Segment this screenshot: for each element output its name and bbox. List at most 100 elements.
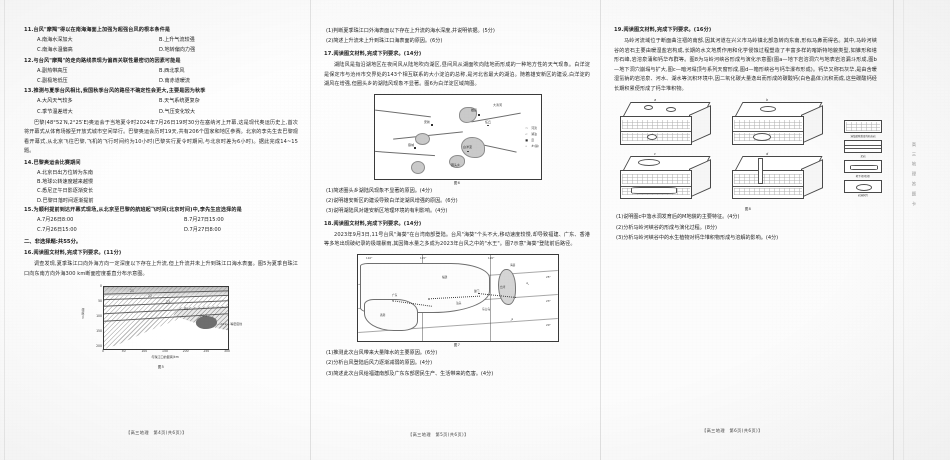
figure-6-legend-item-town: •乡(镇) <box>525 144 539 149</box>
figure-5: 深度/m 0 50 100 150 200 <box>81 282 242 370</box>
page-gutter-1 <box>310 0 311 460</box>
figure-8-panel-d-limestone <box>733 174 803 185</box>
question-11-stem: 11.台风"摩羯"得以在南海海面上加强为超强台风的根本条件是 <box>24 27 171 33</box>
question-16-sub-2: (2)简述上升流未上升到珠江口海表面的原因。(6分) <box>326 38 443 45</box>
figure-8-legend: 溶蚀裂隙发育的石灰岩 泥岩 地下河(暗河) 岩溶洞穴 <box>844 120 882 200</box>
page-gutter-2 <box>600 0 601 460</box>
figure-8-panel-d-box-canyon <box>758 158 763 185</box>
figure-7-label-fujian: 福建 <box>442 274 448 279</box>
question-17-sub-3: (3)说明湖陆风对雄安新区地理环境的有利影响。(4分) <box>326 208 448 215</box>
question-11-option-d[interactable]: D.地转偏向力强 <box>159 47 196 54</box>
figure-5-surface-layer <box>104 287 228 296</box>
figure-7-label-xiamen: 厦门 <box>474 288 480 293</box>
figure-6-legend-item-county: ■县 <box>525 137 535 142</box>
figure-5-plot-area: 21 22 23 24 24.5 <box>103 286 229 351</box>
figure-8-panel-a-front <box>620 116 692 146</box>
figure-5-ytick-1: 50 <box>98 299 102 304</box>
figure-5-isolabel-24-5: 24.5 <box>200 314 207 319</box>
question-13-option-b[interactable]: B.天气系统更复杂 <box>159 98 200 105</box>
figure-5-y-axis: 0 50 100 150 200 <box>91 284 102 349</box>
figure-8-panel-c-bed-1 <box>621 186 691 188</box>
figure-5-upwelling-core <box>195 316 217 329</box>
figure-6-lake-sw <box>411 160 425 174</box>
question-12-option-a[interactable]: A.副热带高压 <box>37 67 68 74</box>
exam-column-left: 11.台风"摩羯"得以在南海海面上加强为超强台风的根本条件是 A.南海水深加大 … <box>10 0 310 460</box>
figure-5-caption: 图5 <box>157 365 165 370</box>
question-11-option-b[interactable]: B.上升气流较强 <box>159 37 195 44</box>
figure-5-xlabel: 与珠江口的距离/km <box>151 355 179 360</box>
figure-8-panel-b: b <box>732 98 823 146</box>
figure-7-lon-label-110: 110° <box>366 255 373 260</box>
question-14-option-a[interactable]: A.北京日出方位转为东南 <box>37 170 93 177</box>
figure-6: 安新 雄县 容城 任丘 圈头乡 白洋淀 大清河 〰河流 ▱湖泊 ■县 •乡(镇)… <box>374 93 542 186</box>
figure-7-lat-label-23: 23° <box>546 298 551 303</box>
question-12-option-d[interactable]: D.南赤道暖流 <box>159 78 191 85</box>
question-15-option-a[interactable]: A.7月26日8:00 <box>37 217 74 224</box>
figure-6-lake-west <box>415 132 430 145</box>
figure-8-panel-d-label: d <box>766 152 769 157</box>
figure-6-label-renqiu: 任丘 <box>485 119 492 124</box>
figure-5-xtick-5: 250 <box>203 349 210 354</box>
figure-7-label-haikui: 海葵 <box>510 262 516 267</box>
question-14-option-c[interactable]: C.悉尼正午日影逐渐变长 <box>37 188 94 195</box>
question-14-option-b[interactable]: B.地球公转速度越来越慢 <box>37 179 94 186</box>
figure-7-label-shantou: 汕头 <box>456 300 462 305</box>
figure-8-panel-a-doline-1 <box>644 105 653 111</box>
county-marker-icon: ■ <box>525 137 528 142</box>
question-11-options-row2: C.南海水温偏高 D.地转偏向力强 <box>24 46 298 55</box>
figure-6-legend-item-lake: ▱湖泊 <box>525 131 537 136</box>
question-18-sub-1: (1)推测此次台风带来大量降水的主要原因。(6分) <box>326 349 438 356</box>
figure-6-map-frame: 安新 雄县 容城 任丘 圈头乡 白洋淀 大清河 〰河流 ▱湖泊 ■县 •乡(镇) <box>374 93 542 180</box>
figure-7-lon-label-120: 120° <box>488 255 495 260</box>
question-13-option-a[interactable]: A.大风天气较多 <box>37 98 73 105</box>
limestone-pattern-icon <box>846 122 880 132</box>
figure-8-panel-c: c <box>620 152 711 200</box>
question-12-option-b[interactable]: B.西北季风 <box>159 67 185 74</box>
figure-6-lake-south <box>449 154 465 168</box>
figure-8-panel-b-label: b <box>766 98 769 103</box>
figure-6-river-3 <box>375 150 435 156</box>
question-12-option-c[interactable]: C.副极地低压 <box>37 78 68 85</box>
figure-5-ytick-4: 200 <box>96 344 102 349</box>
page-edge-right-outer <box>903 0 904 460</box>
figure-8-legend-swatch-mudstone <box>844 140 882 154</box>
question-13-options-row2: C.季节温差增大 D.气压变化较大 <box>24 108 298 117</box>
question-13-option-c[interactable]: C.季节温差增大 <box>37 108 73 115</box>
question-15-option-c[interactable]: C.7月26日15:00 <box>37 227 77 234</box>
figure-5-ytick-2: 100 <box>96 314 102 319</box>
mudstone-pattern-icon-2 <box>845 148 881 150</box>
figure-8-panel-c-skylight <box>638 159 660 167</box>
figure-8-panel-a-cave <box>647 134 657 141</box>
question-15-option-d[interactable]: D.7月27日8:00 <box>184 227 221 234</box>
figure-6-label-daqinghe: 大清河 <box>493 102 503 107</box>
question-11-option-c[interactable]: C.南海水温偏高 <box>37 47 73 54</box>
lake-icon: ▱ <box>525 131 528 136</box>
question-14-option-d[interactable]: D.巴黎日落时间逐渐提前 <box>37 197 94 204</box>
figure-6-city-marker-rongcheng <box>414 146 416 149</box>
figure-8: a b <box>614 98 882 212</box>
figure-6-label-baiyangdian: 白洋淀 <box>463 144 473 149</box>
question-11-option-a[interactable]: A.南海水深加大 <box>37 37 73 44</box>
side-strip-vertical-text: 高三地理答题卡 <box>911 142 916 212</box>
figure-8-legend-label-mudstone: 泥岩 <box>860 154 866 158</box>
question-17-sub-2: (2)说明雄安新区的建设导致白洋淀湖风增强的原因。(6分) <box>326 197 458 204</box>
figure-8-legend-label-river: 地下河(暗河) <box>855 174 871 178</box>
figure-8-panel-d-front <box>732 170 804 200</box>
figure-5-isolabel-21: 21 <box>130 289 134 294</box>
figure-5-isolabel-22: 22 <box>148 294 152 299</box>
question-13-option-d[interactable]: D.气压变化较大 <box>159 108 196 115</box>
question-19-sub-1: (1)说明图c中落水洞发育后的M地貌的主要特征。(4分) <box>616 214 740 221</box>
question-18-stem: 18.阅读图文材料,完成下列要求。(14分) <box>324 220 422 227</box>
question-15-option-b[interactable]: B.7月27日15:00 <box>184 217 224 224</box>
figure-8-panel-b-limestone <box>733 120 803 130</box>
figure-5-xtick-0: 0 <box>102 349 104 354</box>
question-12-options-row1: A.副热带高压 B.西北季风 <box>24 67 298 76</box>
footer-page-6: 【高三地理 第6页(共6页)】 <box>702 428 763 433</box>
figure-8-legend-label-limestone: 溶蚀裂隙发育的石灰岩 <box>850 134 876 138</box>
mudstone-pattern-icon <box>845 145 881 147</box>
figure-7-guangdong-peninsula <box>364 298 418 331</box>
figure-8-legend-swatch-limestone <box>844 120 882 134</box>
question-18-body: 2023年9月3日,11号台风"海葵"在台湾南部登陆。台风"海葵"个头不大,移动… <box>324 231 590 248</box>
question-16-stem: 16.阅读图文材料,完成下列要求。(11分) <box>24 250 122 257</box>
question-18-sub-3: (3)简述此次台风给福建南部及广东东部居民生产、生活带来的危害。(4分) <box>326 370 494 377</box>
